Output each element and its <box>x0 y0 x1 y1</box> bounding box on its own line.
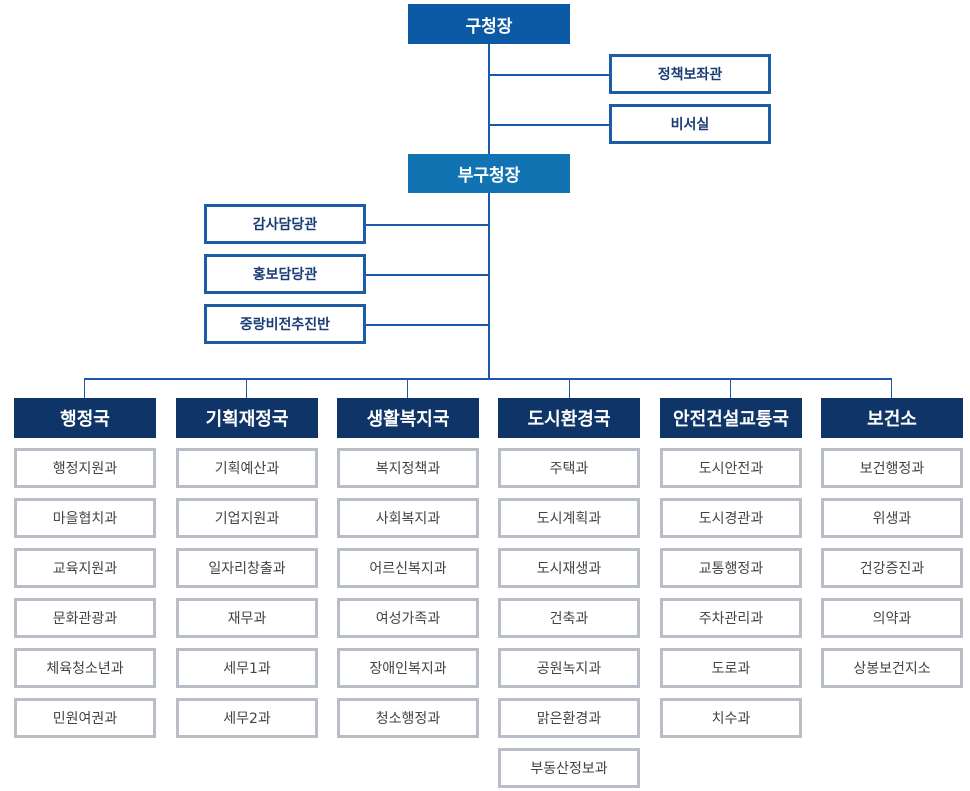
division-box[interactable]: 재무과 <box>176 598 318 638</box>
vision-team-box[interactable]: 중랑비전추진반 <box>204 304 366 344</box>
division-box[interactable]: 건강증진과 <box>821 548 963 588</box>
division-box[interactable]: 여성가족과 <box>337 598 479 638</box>
bureau-box[interactable]: 보건소 <box>821 398 963 438</box>
division-box[interactable]: 부동산정보과 <box>498 748 640 788</box>
division-box[interactable]: 맑은환경과 <box>498 698 640 738</box>
division-box[interactable]: 문화관광과 <box>14 598 156 638</box>
division-box[interactable]: 주차관리과 <box>660 598 802 638</box>
division-box[interactable]: 도시경관과 <box>660 498 802 538</box>
division-box[interactable]: 보건행정과 <box>821 448 963 488</box>
division-box[interactable]: 위생과 <box>821 498 963 538</box>
policy-advisor-box[interactable]: 정책보좌관 <box>609 54 771 94</box>
chief-box[interactable]: 구청장 <box>408 4 570 44</box>
division-box[interactable]: 주택과 <box>498 448 640 488</box>
pr-officer-box[interactable]: 홍보담당관 <box>204 254 366 294</box>
division-box[interactable]: 행정지원과 <box>14 448 156 488</box>
division-box[interactable]: 건축과 <box>498 598 640 638</box>
division-box[interactable]: 민원여권과 <box>14 698 156 738</box>
bureau-bus-line <box>84 378 892 380</box>
division-box[interactable]: 세무2과 <box>176 698 318 738</box>
division-box[interactable]: 사회복지과 <box>337 498 479 538</box>
bureau-box[interactable]: 행정국 <box>14 398 156 438</box>
division-box[interactable]: 청소행정과 <box>337 698 479 738</box>
division-box[interactable]: 세무1과 <box>176 648 318 688</box>
division-box[interactable]: 일자리창출과 <box>176 548 318 588</box>
bureau-box[interactable]: 기획재정국 <box>176 398 318 438</box>
bureau-drop-4 <box>569 378 570 398</box>
division-box[interactable]: 도시계획과 <box>498 498 640 538</box>
bureau-box[interactable]: 안전건설교통국 <box>660 398 802 438</box>
deputy-box[interactable]: 부구청장 <box>408 154 570 193</box>
branch-vision-line <box>365 324 489 326</box>
division-box[interactable]: 어르신복지과 <box>337 548 479 588</box>
division-box[interactable]: 교육지원과 <box>14 548 156 588</box>
division-box[interactable]: 기업지원과 <box>176 498 318 538</box>
division-box[interactable]: 마을협치과 <box>14 498 156 538</box>
division-box[interactable]: 치수과 <box>660 698 802 738</box>
audit-officer-box[interactable]: 감사담당관 <box>204 204 366 244</box>
branch-audit-line <box>365 224 489 226</box>
trunk-line <box>488 44 490 154</box>
bureau-drop-1 <box>84 378 85 398</box>
division-box[interactable]: 의약과 <box>821 598 963 638</box>
bureau-box[interactable]: 도시환경국 <box>498 398 640 438</box>
division-box[interactable]: 교통행정과 <box>660 548 802 588</box>
secretary-office-box[interactable]: 비서실 <box>609 104 771 144</box>
bureau-drop-5 <box>730 378 731 398</box>
bureau-drop-2 <box>246 378 247 398</box>
branch-pr-line <box>365 274 489 276</box>
trunk-line-lower <box>488 193 490 379</box>
division-box[interactable]: 복지정책과 <box>337 448 479 488</box>
branch-secretary-line <box>489 124 610 126</box>
division-box[interactable]: 도시안전과 <box>660 448 802 488</box>
bureau-box[interactable]: 생활복지국 <box>337 398 479 438</box>
branch-policy-line <box>489 74 610 76</box>
division-box[interactable]: 기획예산과 <box>176 448 318 488</box>
division-box[interactable]: 장애인복지과 <box>337 648 479 688</box>
division-box[interactable]: 도로과 <box>660 648 802 688</box>
division-box[interactable]: 공원녹지과 <box>498 648 640 688</box>
division-box[interactable]: 도시재생과 <box>498 548 640 588</box>
division-box[interactable]: 상봉보건지소 <box>821 648 963 688</box>
division-box[interactable]: 체육청소년과 <box>14 648 156 688</box>
bureau-drop-3 <box>407 378 408 398</box>
bureau-drop-6 <box>891 378 892 398</box>
